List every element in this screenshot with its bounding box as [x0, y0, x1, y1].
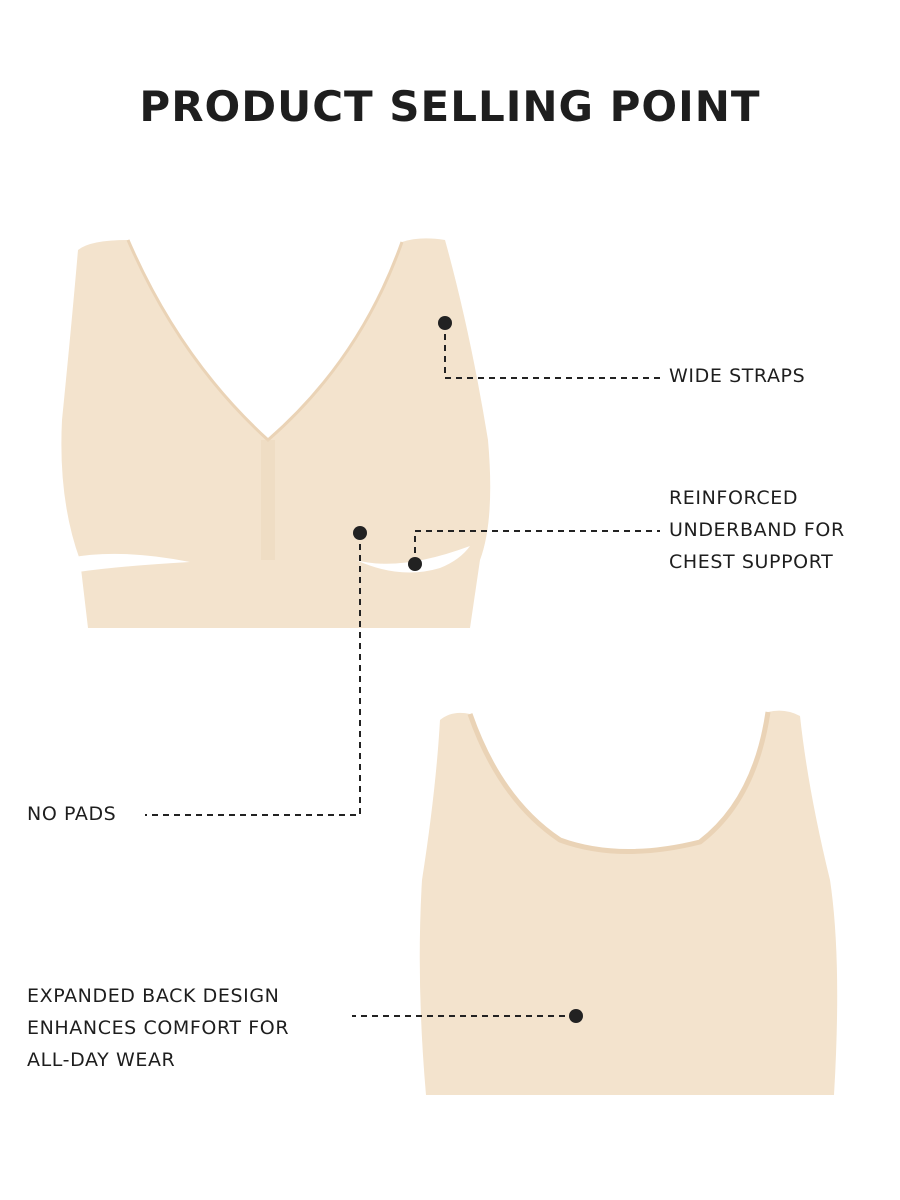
back-bra-image [419, 710, 838, 1095]
page-title: PRODUCT SELLING POINT [139, 82, 761, 131]
back-design-label: EXPANDED BACK DESIGN ENHANCES COMFORT FO… [27, 985, 290, 1071]
back-dot [569, 1009, 583, 1023]
underband-label: REINFORCED UNDERBAND FOR CHEST SUPPORT [669, 487, 845, 573]
underband-dot [408, 557, 422, 571]
wide-straps-line [444, 323, 660, 379]
wide-straps-label: WIDE STRAPS [669, 365, 806, 387]
no-pads-dot [353, 526, 367, 540]
underband-line [414, 530, 660, 564]
no-pads-line [145, 533, 361, 816]
front-bra-image [61, 238, 491, 628]
wide-straps-dot [438, 316, 452, 330]
no-pads-label: NO PADS [27, 803, 117, 825]
